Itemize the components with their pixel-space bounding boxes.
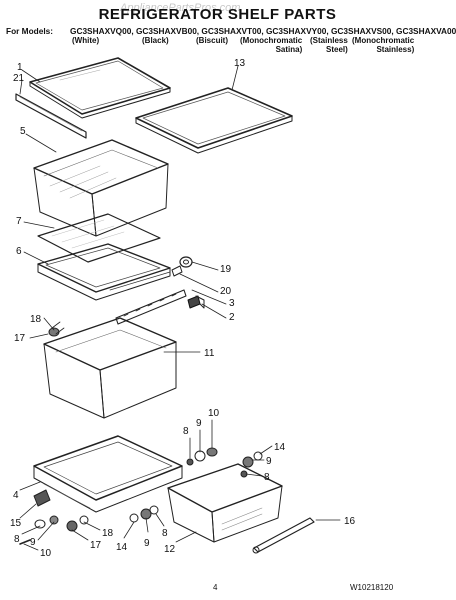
callout-14b: 14 [116, 542, 128, 553]
part-bracket-15 [33, 489, 51, 507]
fastener-group-center [129, 447, 263, 523]
callouts: 1 21 13 5 7 6 19 20 3 2 18 17 11 8 9 10 … [10, 58, 356, 559]
leader-lines [19, 65, 341, 551]
callout-7: 7 [16, 216, 22, 227]
part-crisper-frame-6 [37, 243, 171, 301]
callout-9d: 9 [144, 538, 150, 549]
models-prefix: For Models: [6, 26, 54, 36]
callout-1: 1 [17, 62, 23, 73]
callout-19: 19 [220, 264, 232, 275]
part-pan-drawer-12 [167, 463, 283, 543]
variant-black: (Black) [142, 36, 169, 45]
callout-12: 12 [164, 544, 176, 555]
part-drawer-cover-4 [33, 435, 183, 513]
part-screw-18 [48, 321, 65, 337]
callout-16: 16 [344, 516, 356, 527]
callout-20: 20 [220, 286, 232, 297]
variant-stainless-steel: (Stainless Steel) [310, 36, 348, 54]
callout-14: 14 [274, 442, 286, 453]
model-variants: (White) (Black) (Biscuit) (Monochromatic… [0, 36, 435, 60]
fastener-group-left [19, 515, 89, 545]
callout-13: 13 [234, 58, 246, 69]
callout-6: 6 [16, 246, 22, 257]
part-rail-16 [252, 517, 315, 554]
callout-9c: 9 [30, 537, 36, 548]
callout-9b: 9 [266, 456, 272, 467]
part-crisper-drawer-5 [33, 139, 169, 237]
callout-17b: 17 [90, 540, 102, 551]
part-glass-shelf-13 [135, 87, 293, 154]
callout-21: 21 [13, 73, 25, 84]
document-code: W10218120 [350, 583, 394, 592]
watermark: AppliancePartsPros.com [120, 2, 241, 14]
exploded-parts-diagram: 1 21 13 5 7 6 19 20 3 2 18 17 11 8 9 10 … [10, 57, 356, 559]
callout-11: 11 [204, 348, 215, 359]
part-humidity-knob-19 [179, 256, 193, 268]
callout-10b: 10 [40, 548, 52, 559]
variant-mono-stainless: (Monochromatic Stainless) [352, 36, 415, 54]
callout-5: 5 [20, 126, 26, 137]
variant-biscuit: (Biscuit) [196, 36, 228, 45]
part-shelf-rail-21 [15, 93, 87, 139]
callout-8d: 8 [162, 528, 168, 539]
callout-4: 4 [13, 490, 19, 501]
callout-15: 15 [10, 518, 22, 529]
callout-3: 3 [229, 298, 235, 309]
variant-white: (White) [72, 36, 100, 45]
callout-8c: 8 [14, 534, 20, 545]
part-slide-20 [171, 265, 183, 277]
part-deli-drawer-11 [43, 317, 177, 419]
models-codes: GC3SHAXVQ00, GC3SHAXVB00, GC3SHAXVT00, G… [70, 26, 456, 36]
part-crisper-glass-7 [37, 213, 161, 263]
callout-18: 18 [30, 314, 42, 325]
part-slide-rail-3 [115, 289, 187, 325]
callout-10: 10 [208, 408, 220, 419]
callout-8: 8 [183, 426, 189, 437]
variant-mono-satina: (Monochromatic Satina) [240, 36, 303, 54]
callout-18b: 18 [102, 528, 114, 539]
part-glass-shelf-1 [29, 57, 171, 119]
callout-8b: 8 [264, 472, 270, 483]
page-number: 4 [213, 583, 218, 592]
part-clip-2 [187, 295, 205, 309]
callout-2: 2 [229, 312, 235, 323]
callout-17: 17 [14, 333, 26, 344]
page-title: REFRIGERATOR SHELF PARTS [98, 6, 337, 23]
callout-9: 9 [196, 418, 202, 429]
